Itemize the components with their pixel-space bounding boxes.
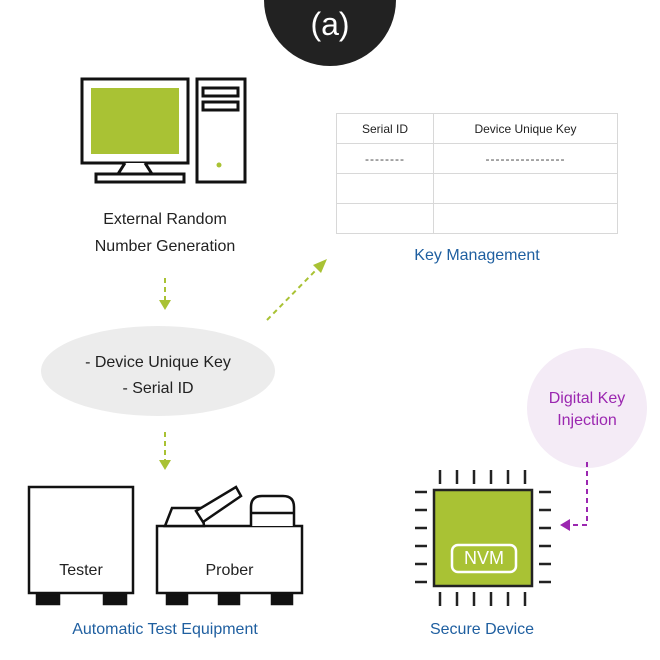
badge-label: (a) [310,6,350,42]
table-cell [336,173,434,204]
tester-icon [27,485,135,606]
table-cell: ---------------- [433,143,618,174]
injection-arrow [560,462,588,531]
table-header-key: Device Unique Key [433,113,618,144]
table-header-row: Serial ID Device Unique Key [336,113,618,144]
ate-caption: Automatic Test Equipment [72,621,258,638]
badge-shape [264,0,396,66]
tester-label: Tester [59,562,103,579]
injection-line1: Digital Key [548,390,626,407]
key-ellipse [41,326,275,416]
table-cell: -------- [336,143,434,174]
computer-label-line1: External Random [103,211,227,228]
nvm-label: NVM [464,548,504,568]
arrow-down-2 [159,432,171,470]
key-table: Serial ID Device Unique Key -------- ---… [336,113,618,234]
table-row: -------- ---------------- [336,143,618,174]
arrow-down-1 [159,278,171,310]
injection-line2: Injection [557,412,617,429]
computer-label-line2: Number Generation [94,238,236,255]
keys-line1: - Device Unique Key [85,354,231,371]
keys-line2: - Serial ID [122,380,194,397]
chip-caption: Secure Device [429,621,535,638]
arrow-diagonal [266,259,327,321]
table-caption: Key Management [414,247,540,264]
table-row [336,203,618,234]
prober-icon [155,485,304,606]
table-header-serial: Serial ID [336,113,434,144]
table-cell [433,203,618,234]
computer-icon [80,77,247,184]
chip-icon [415,470,551,606]
prober-label: Prober [205,562,254,579]
table-cell [336,203,434,234]
table-cell [433,173,618,204]
injection-circle [527,348,647,468]
table-row [336,173,618,204]
